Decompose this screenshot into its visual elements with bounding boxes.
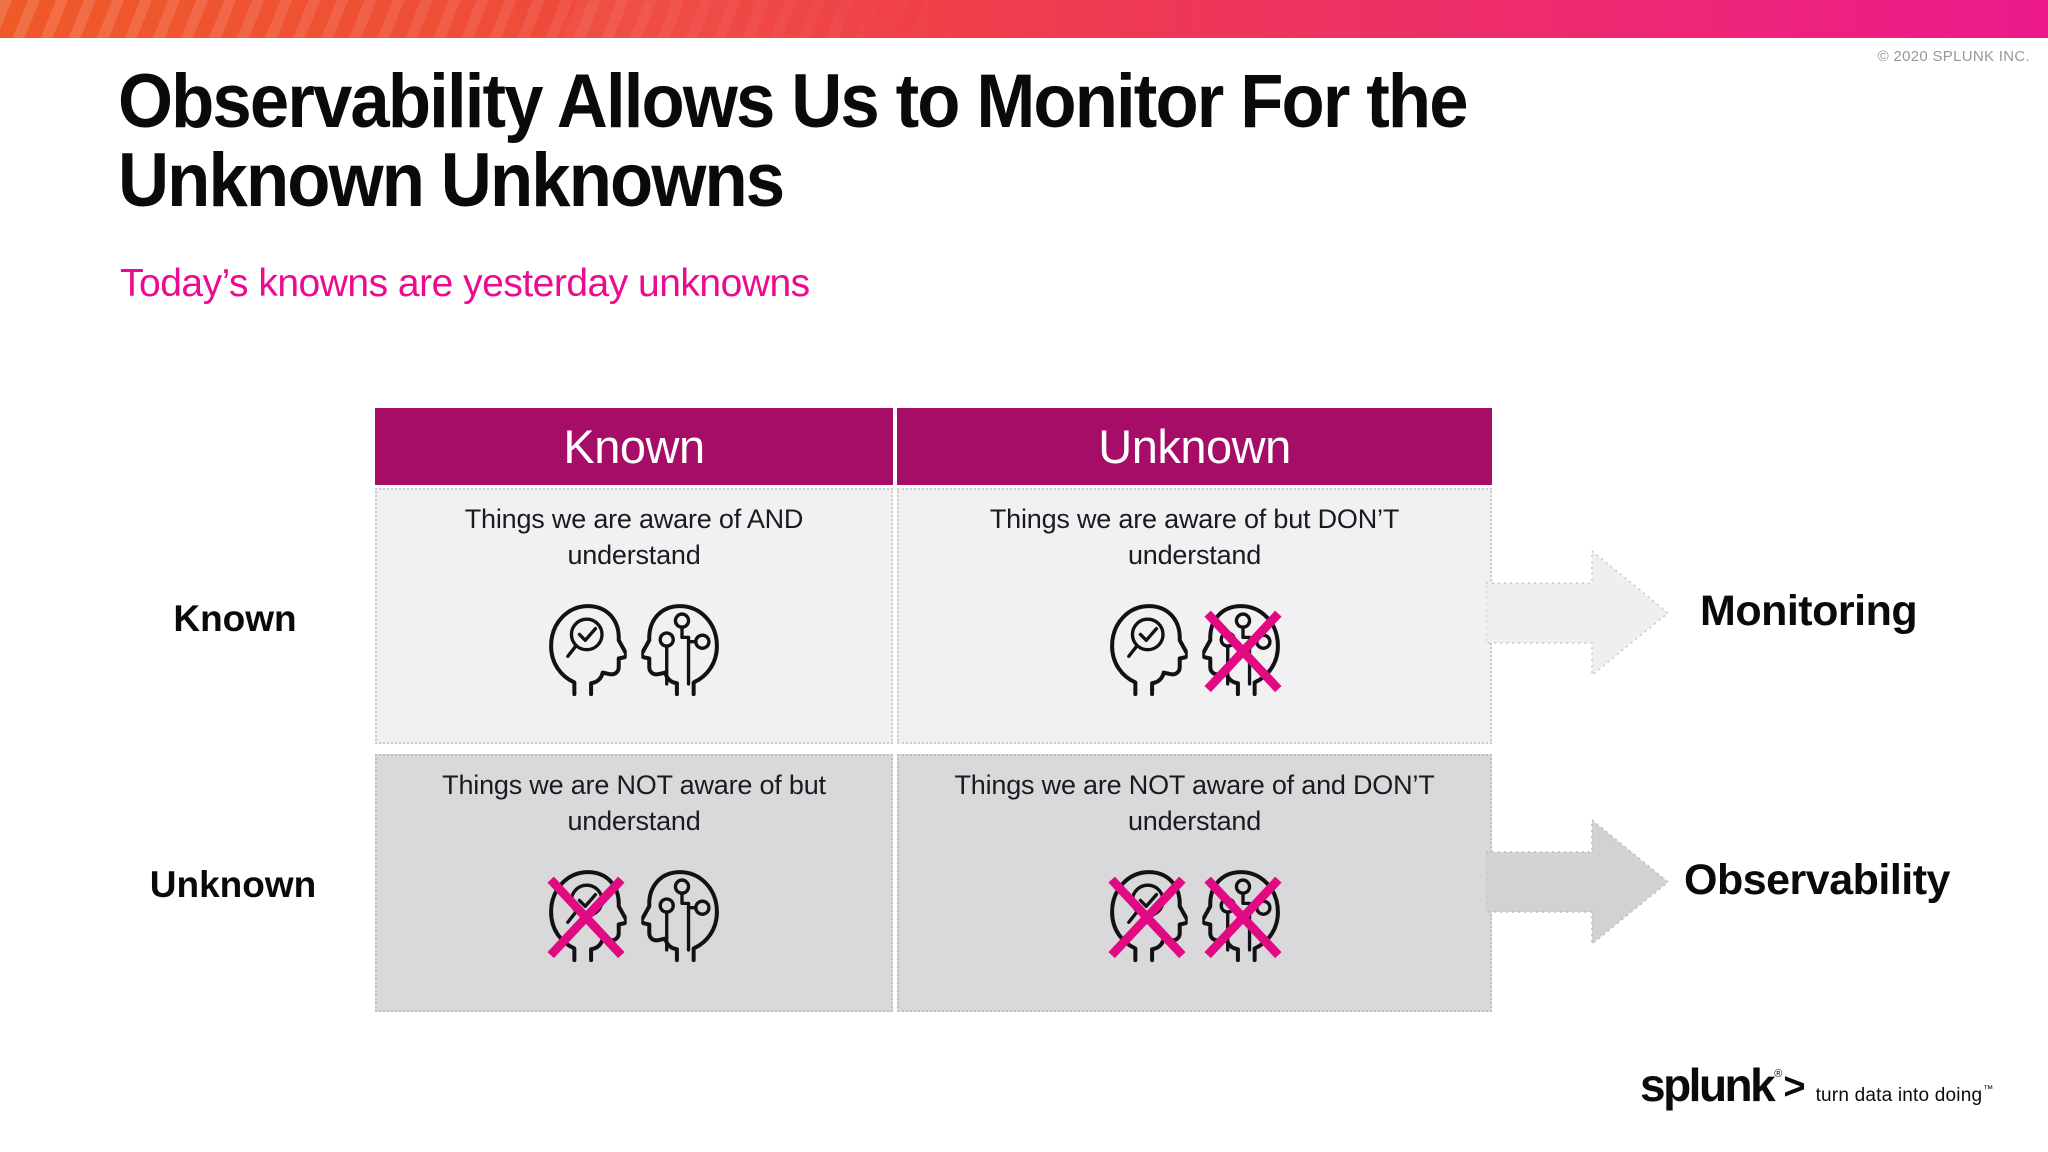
trademark-mark: ™	[1983, 1084, 1994, 1095]
understand-head-icon	[1202, 867, 1284, 963]
aware-head-icon	[545, 867, 627, 963]
observability-arrow-icon	[1486, 818, 1670, 946]
icon-pair	[1106, 601, 1284, 697]
logo-tagline: turn data into doing	[1815, 1085, 1983, 1106]
splunk-logo: splunk ® > turn data into doing ™	[1640, 1058, 1993, 1112]
cell-description: Things we are NOT aware of but understan…	[442, 770, 826, 836]
crossed-out-icon	[1203, 876, 1282, 959]
cell-description: Things we are aware of but DON’T underst…	[989, 504, 1400, 570]
row-header-unknown: Unknown	[149, 864, 317, 905]
splunk-wordmark: splunk	[1640, 1059, 1776, 1111]
understand-head-icon	[641, 601, 723, 697]
understand-head-icon	[1202, 601, 1284, 697]
page-title: Observability Allows Us to Monitor For t…	[118, 59, 1469, 224]
cell-description: Things we are aware of AND understand	[464, 504, 804, 570]
monitoring-label: Monitoring	[1700, 587, 1918, 635]
aware-head-icon	[1106, 867, 1188, 963]
crossed-out-icon	[1107, 876, 1186, 959]
aware-head-icon	[545, 601, 627, 697]
icon-pair	[545, 601, 723, 697]
column-header-unknown: Unknown	[897, 408, 1492, 485]
registered-mark: ®	[1774, 1068, 1783, 1080]
title-line-1: Observability Allows Us to Monitor For t…	[118, 59, 1469, 144]
title-line-2: Unknown Unknowns	[118, 138, 785, 224]
matrix-cell-unknown-unknown: Things we are NOT aware of and DON’T und…	[897, 754, 1492, 1012]
row-header-known: Known	[173, 598, 297, 639]
crossed-out-icon	[1203, 610, 1282, 693]
column-header-known: Known	[375, 408, 893, 485]
copyright-text: © 2020 SPLUNK INC.	[1877, 48, 2030, 65]
subtitle: Today’s knowns are yesterday unknowns	[120, 262, 810, 305]
observability-label: Observability	[1684, 856, 1950, 904]
cell-description: Things we are NOT aware of and DON’T und…	[954, 770, 1435, 836]
icon-pair	[1106, 867, 1284, 963]
column-divider	[893, 408, 897, 485]
crossed-out-icon	[547, 876, 625, 959]
understand-head-icon	[641, 867, 723, 963]
icon-pair	[545, 867, 723, 963]
monitoring-arrow-icon	[1486, 549, 1670, 677]
matrix-cell-unknown-known: Things we are NOT aware of but understan…	[375, 754, 893, 1012]
matrix-cell-known-known: Things we are aware of AND understand	[375, 488, 893, 744]
splunk-chevron-icon: >	[1783, 1066, 1806, 1108]
aware-head-icon	[1106, 601, 1188, 697]
brand-gradient-bar	[0, 0, 2048, 38]
matrix-column-headers: Known Unknown	[375, 408, 1492, 485]
matrix-cell-known-unknown: Things we are aware of but DON’T underst…	[897, 488, 1492, 744]
